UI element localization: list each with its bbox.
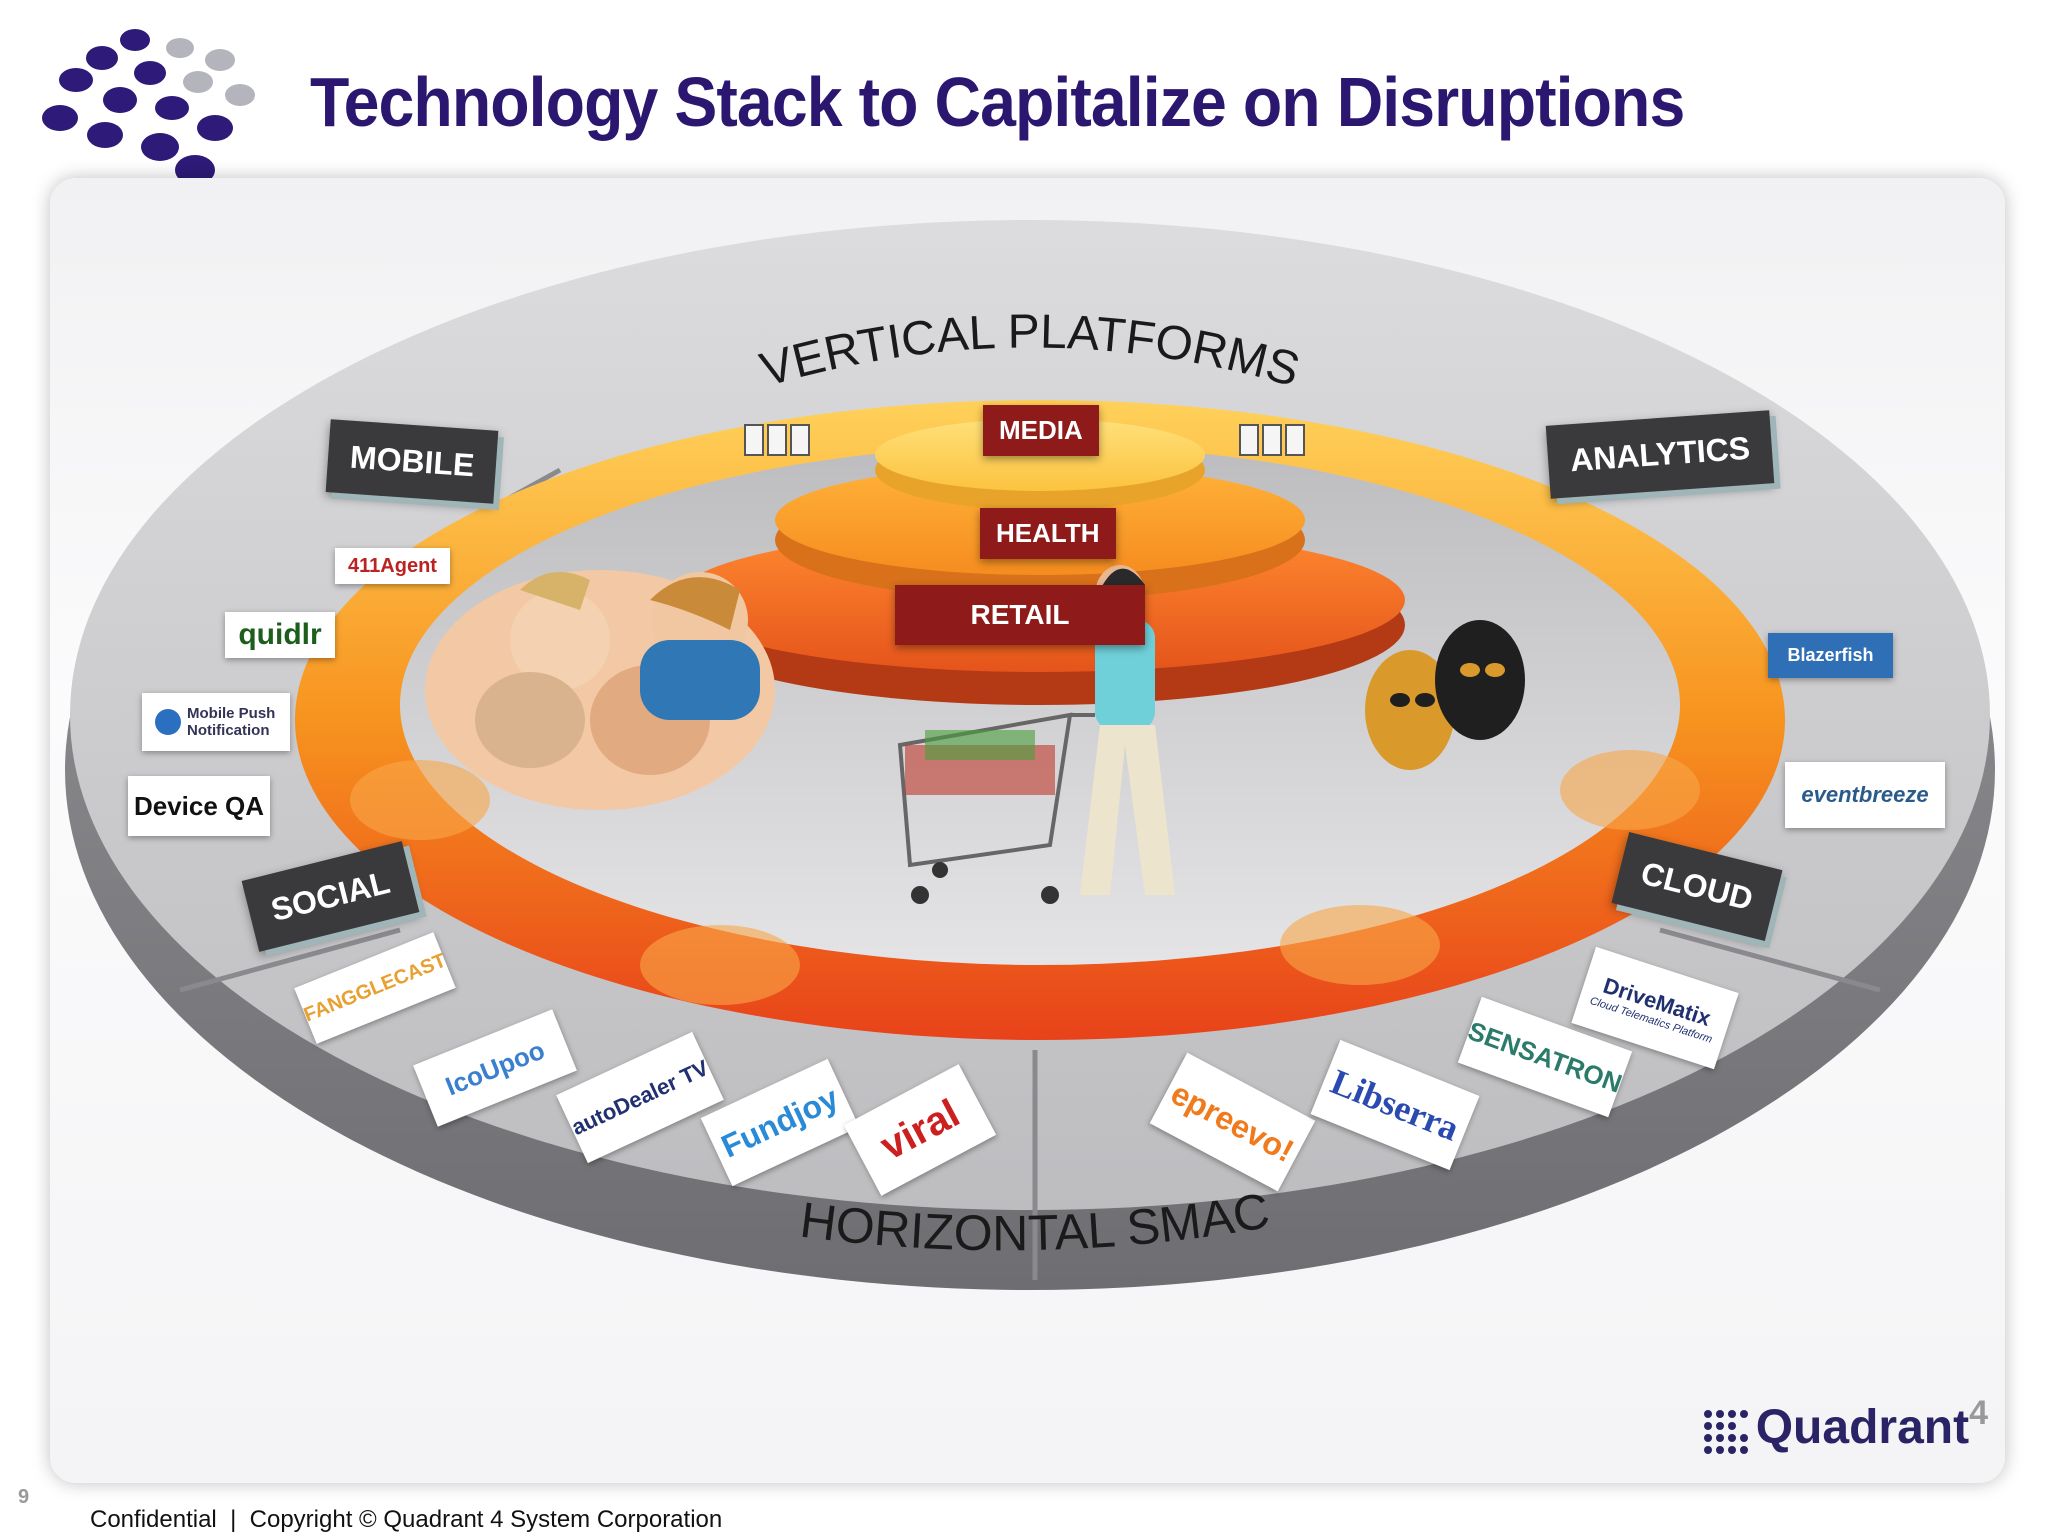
theatre-masks-illustration xyxy=(1365,620,1525,770)
vertical-health: HEALTH xyxy=(980,508,1116,559)
server-icon-right xyxy=(1239,424,1305,456)
family-illustration xyxy=(425,570,775,810)
segment-mobile: MOBILE xyxy=(325,419,499,504)
vertical-media: MEDIA xyxy=(983,405,1099,456)
vertical-retail-label: RETAIL xyxy=(970,599,1070,630)
quadrant4-name: Quadrant xyxy=(1755,1401,1970,1454)
quadrant4-logo: Quadrant 4 xyxy=(1702,1394,1988,1456)
logo-eventbreeze: eventbreeze xyxy=(1785,762,1945,828)
logo-quidlr-text: quidlr xyxy=(238,618,322,651)
logo-blazerfish-text: Blazerfish xyxy=(1787,645,1874,665)
logo-411agent: 411Agent xyxy=(335,548,450,584)
logo-411agent-text: 411Agent xyxy=(348,554,437,577)
quadrant4-sup: 4 xyxy=(1969,1394,1988,1432)
page-title: Technology Stack to Capitalize on Disrup… xyxy=(310,63,1685,141)
quadrant4-dots-icon xyxy=(1703,1410,1748,1454)
logo-quidlr: quidlr xyxy=(225,612,335,658)
segment-analytics: ANALYTICS xyxy=(1545,410,1775,499)
footer-copyright: Confidential | Copyright © Quadrant 4 Sy… xyxy=(90,1506,723,1533)
slide-number: 9 xyxy=(18,1486,30,1508)
corner-dots-logo xyxy=(42,29,255,185)
server-icon-left xyxy=(744,424,810,456)
logo-blazerfish: Blazerfish xyxy=(1768,633,1893,678)
logo-mobile-push: Mobile Push Notification xyxy=(142,693,290,751)
logo-mobile-push-text: Mobile Push Notification xyxy=(187,705,276,739)
shopper-illustration xyxy=(897,565,1175,904)
vertical-retail: RETAIL xyxy=(895,585,1145,645)
logo-eventbreeze-text: eventbreeze xyxy=(1801,782,1929,807)
logo-device-qa: Device QA xyxy=(128,776,270,836)
logo-viral-text: viral xyxy=(873,1090,967,1169)
logo-device-qa-text: Device QA xyxy=(133,790,265,821)
